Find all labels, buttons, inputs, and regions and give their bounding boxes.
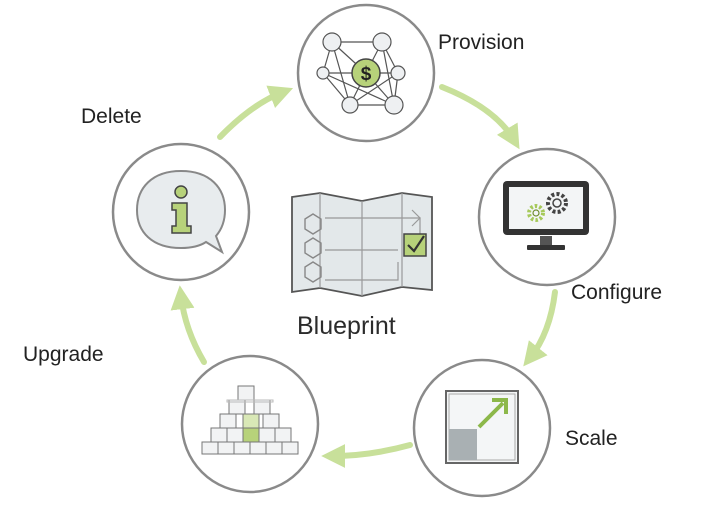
upgrade-node — [180, 354, 320, 494]
stage-label-delete: Delete — [81, 105, 142, 128]
stage-label-scale: Scale — [565, 427, 618, 450]
arrow-delete-to-provision — [217, 85, 294, 140]
delete-node — [111, 142, 251, 282]
stage-label-configure: Configure — [571, 281, 663, 304]
arrow-provision-to-configure — [439, 84, 520, 150]
info-speech-bubble-icon — [135, 169, 227, 255]
stage-label-provision: Provision — [438, 31, 525, 54]
monitor-gears-icon — [503, 181, 589, 250]
arrow-scale-to-upgrade — [321, 442, 413, 468]
provision-node: $ — [296, 3, 436, 143]
scale-arrow-icon — [445, 390, 519, 464]
arrow-upgrade-to-delete — [170, 285, 207, 365]
dollar-sign-icon: $ — [361, 64, 372, 85]
arrow-configure-to-scale — [523, 289, 558, 367]
network-dollar-icon — [316, 32, 406, 115]
blueprint-label: Blueprint — [297, 312, 396, 340]
cube-stack-icon — [201, 385, 299, 455]
scale-node — [412, 358, 552, 498]
blueprint-map-icon — [291, 192, 433, 297]
stage-label-upgrade: Upgrade — [23, 343, 104, 366]
configure-node — [477, 147, 617, 287]
